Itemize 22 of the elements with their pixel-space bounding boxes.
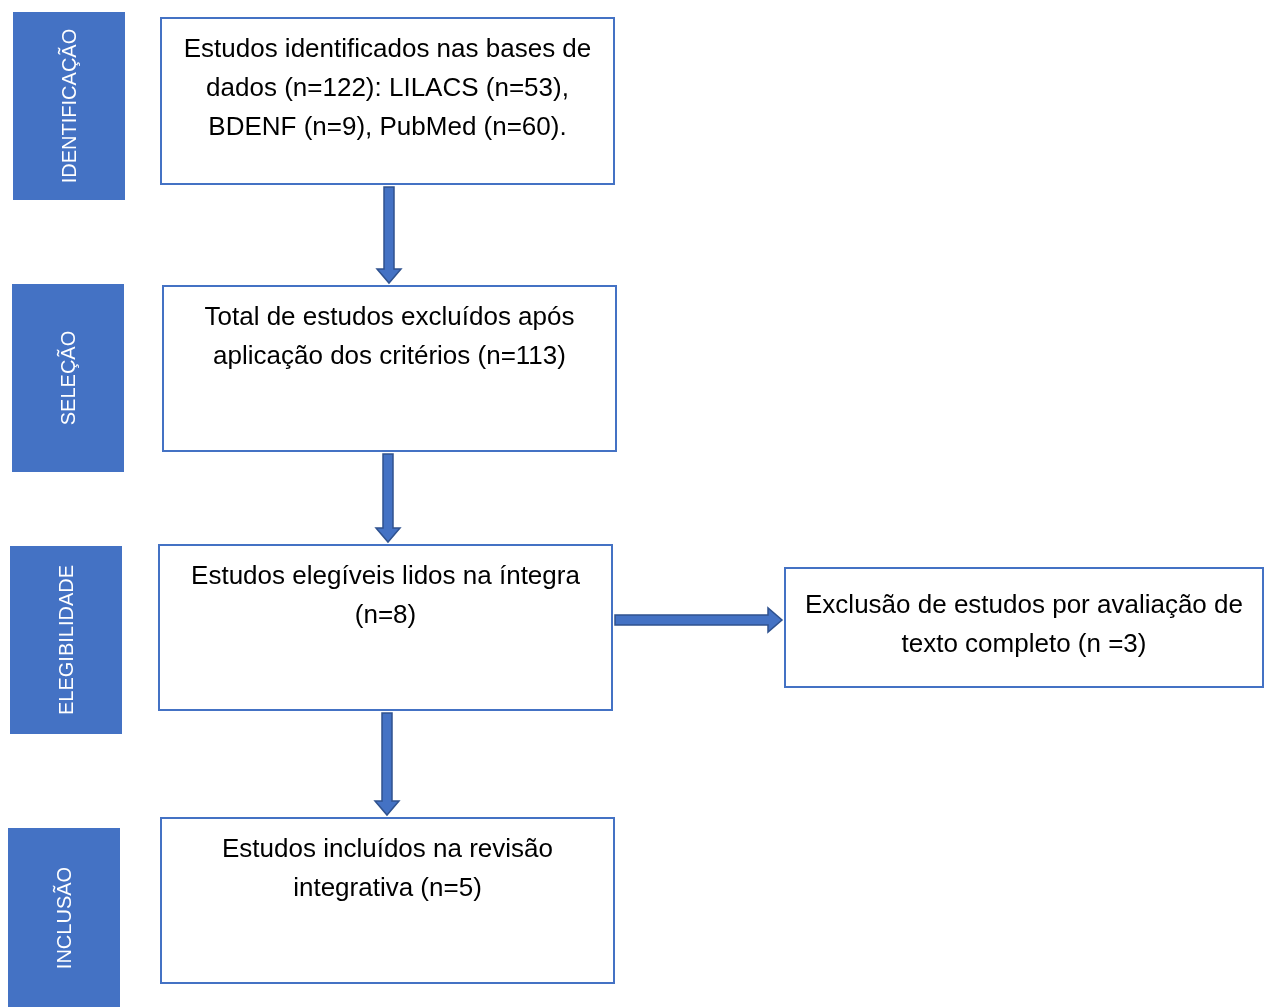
- block-arrow: [614, 606, 784, 634]
- box-text: Estudos elegíveis lidos na íntegra (n=8): [190, 559, 581, 631]
- stage-label: INCLUSÃO: [52, 866, 76, 969]
- stage-label: SELEÇÃO: [56, 330, 80, 426]
- block-arrow: [374, 453, 402, 544]
- process-box: [158, 544, 613, 711]
- block-arrow: [375, 186, 403, 285]
- block-arrow: [373, 712, 401, 817]
- process-box: [160, 17, 615, 185]
- stage-band: [12, 284, 124, 472]
- box-text: Estudos identificados nas bases de dados (n=122): LILACS (n=53), BDENF (n=9), PubMed (n=60).: [182, 32, 593, 143]
- stage-label: ELEGIBILIDADE: [54, 564, 78, 716]
- stage-band: [8, 828, 120, 1007]
- process-box: [784, 567, 1264, 688]
- box-text: Total de estudos excluídos após aplicação dos critérios (n=113): [203, 300, 576, 372]
- box-text: Exclusão de estudos por avaliação de texto completo (n =3): [804, 588, 1244, 660]
- stage-band: [10, 546, 122, 734]
- process-box: [162, 285, 617, 452]
- box-text: Estudos incluídos na revisão integrativa (n=5): [221, 832, 554, 904]
- process-box: [160, 817, 615, 984]
- stage-label: IDENTIFICAÇÃO: [57, 28, 81, 184]
- stage-band: [13, 12, 125, 200]
